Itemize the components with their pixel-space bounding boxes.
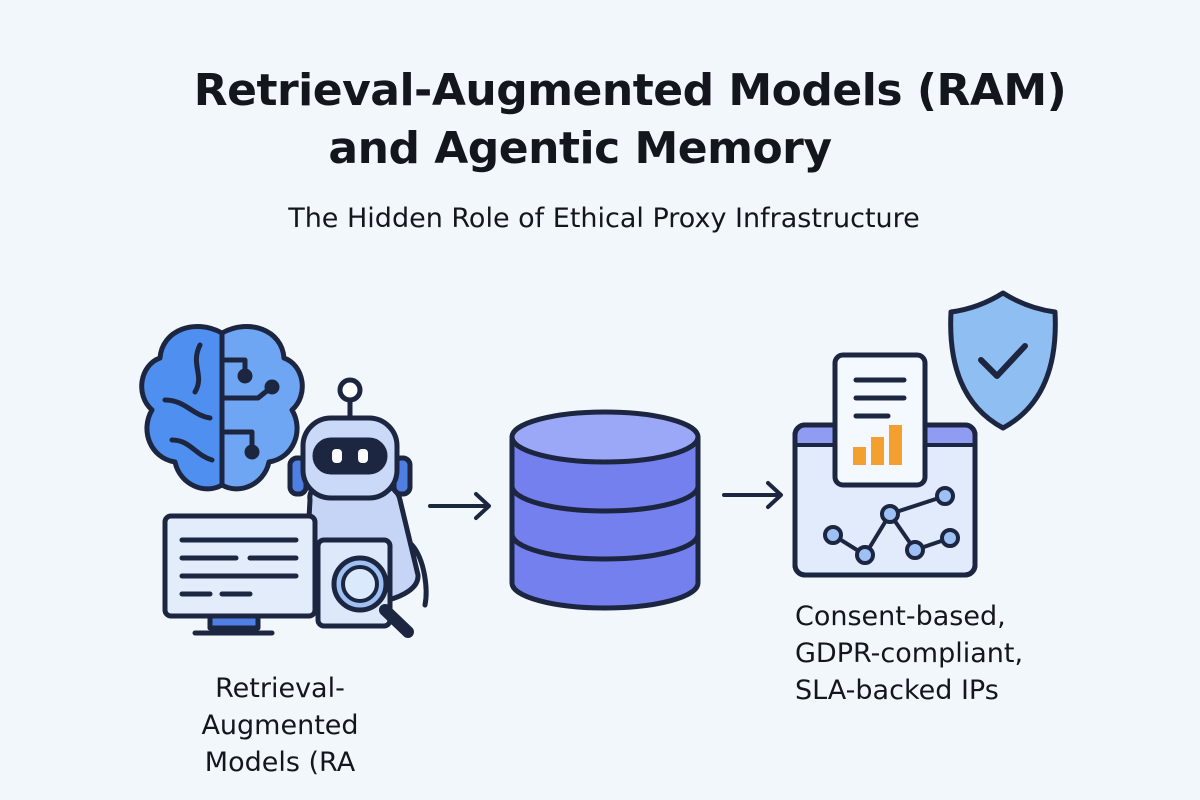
shield-check-icon bbox=[948, 290, 1058, 431]
title-line-1: Retrieval-Augmented Models (RAM) bbox=[193, 65, 1067, 116]
magnifier-icon bbox=[315, 537, 414, 638]
caption-left-line-1: Retrieval- bbox=[215, 673, 345, 704]
monitor-icon bbox=[162, 513, 318, 636]
database-icon bbox=[509, 409, 701, 611]
arrow-right-icon bbox=[722, 481, 783, 509]
document-icon bbox=[832, 352, 928, 488]
caption-ethical-proxy-ips: Consent-based, GDPR-compliant, SLA-backe… bbox=[795, 598, 1095, 709]
page-title: Retrieval-Augmented Models (RAM) and Age… bbox=[0, 62, 1200, 178]
title-line-2: and Agentic Memory bbox=[328, 123, 832, 174]
arrow-right-icon bbox=[428, 492, 491, 520]
caption-retrieval-augmented-models: Retrieval- Augmented Models (RA bbox=[170, 670, 390, 781]
caption-left-line-3: Models (RA bbox=[204, 747, 356, 778]
caption-right-line-3: SLA-backed IPs bbox=[795, 675, 999, 706]
caption-right-line-1: Consent-based, bbox=[795, 601, 1006, 632]
brain-icon bbox=[139, 324, 305, 492]
caption-right-line-2: GDPR-compliant, bbox=[795, 638, 1024, 669]
page-subtitle: The Hidden Role of Ethical Proxy Infrast… bbox=[288, 203, 920, 234]
caption-left-line-2: Augmented bbox=[201, 710, 359, 741]
